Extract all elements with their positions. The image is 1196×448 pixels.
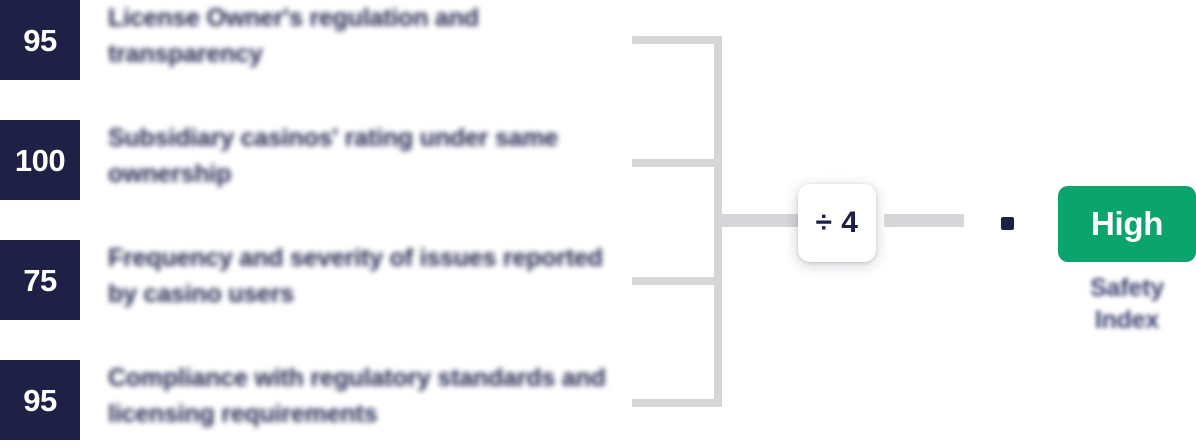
bracket-arm: [632, 399, 718, 407]
bracket-arm: [632, 36, 718, 44]
criterion-label: Frequency and severity of issues reporte…: [108, 244, 603, 308]
criterion-score-chip: 100: [0, 120, 80, 200]
criterion-row: 100 Subsidiary casinos' rating under sam…: [0, 120, 620, 210]
result-caption: Safety Index: [1090, 274, 1164, 334]
criterion-label: Compliance with regulatory standards and…: [108, 364, 606, 428]
criterion-score-chip: 95: [0, 0, 80, 80]
criterion-row: 75 Frequency and severity of issues repo…: [0, 240, 620, 330]
operator-to-result-connector: [884, 214, 964, 227]
result-group: High Safety Index: [1058, 186, 1196, 336]
criterion-row: 95 License Owner's regulation and transp…: [0, 0, 620, 90]
equals-marker-icon: [1001, 217, 1014, 230]
grouping-bracket: [600, 0, 800, 448]
bracket-arm: [632, 159, 718, 167]
criteria-list: 95 License Owner's regulation and transp…: [0, 0, 620, 448]
criterion-label: Subsidiary casinos' rating under same ow…: [108, 124, 559, 188]
criterion-label: License Owner's regulation and transpare…: [108, 4, 479, 68]
divide-operator-box: ÷ 4: [798, 184, 876, 262]
bracket-arm: [632, 277, 718, 285]
bracket-spine: [714, 36, 722, 407]
criterion-score-chip: 95: [0, 360, 80, 440]
criterion-row: 95 Compliance with regulatory standards …: [0, 360, 620, 448]
bracket-stem-connector: [720, 214, 800, 227]
result-badge: High: [1058, 186, 1196, 262]
criterion-score-chip: 75: [0, 240, 80, 320]
